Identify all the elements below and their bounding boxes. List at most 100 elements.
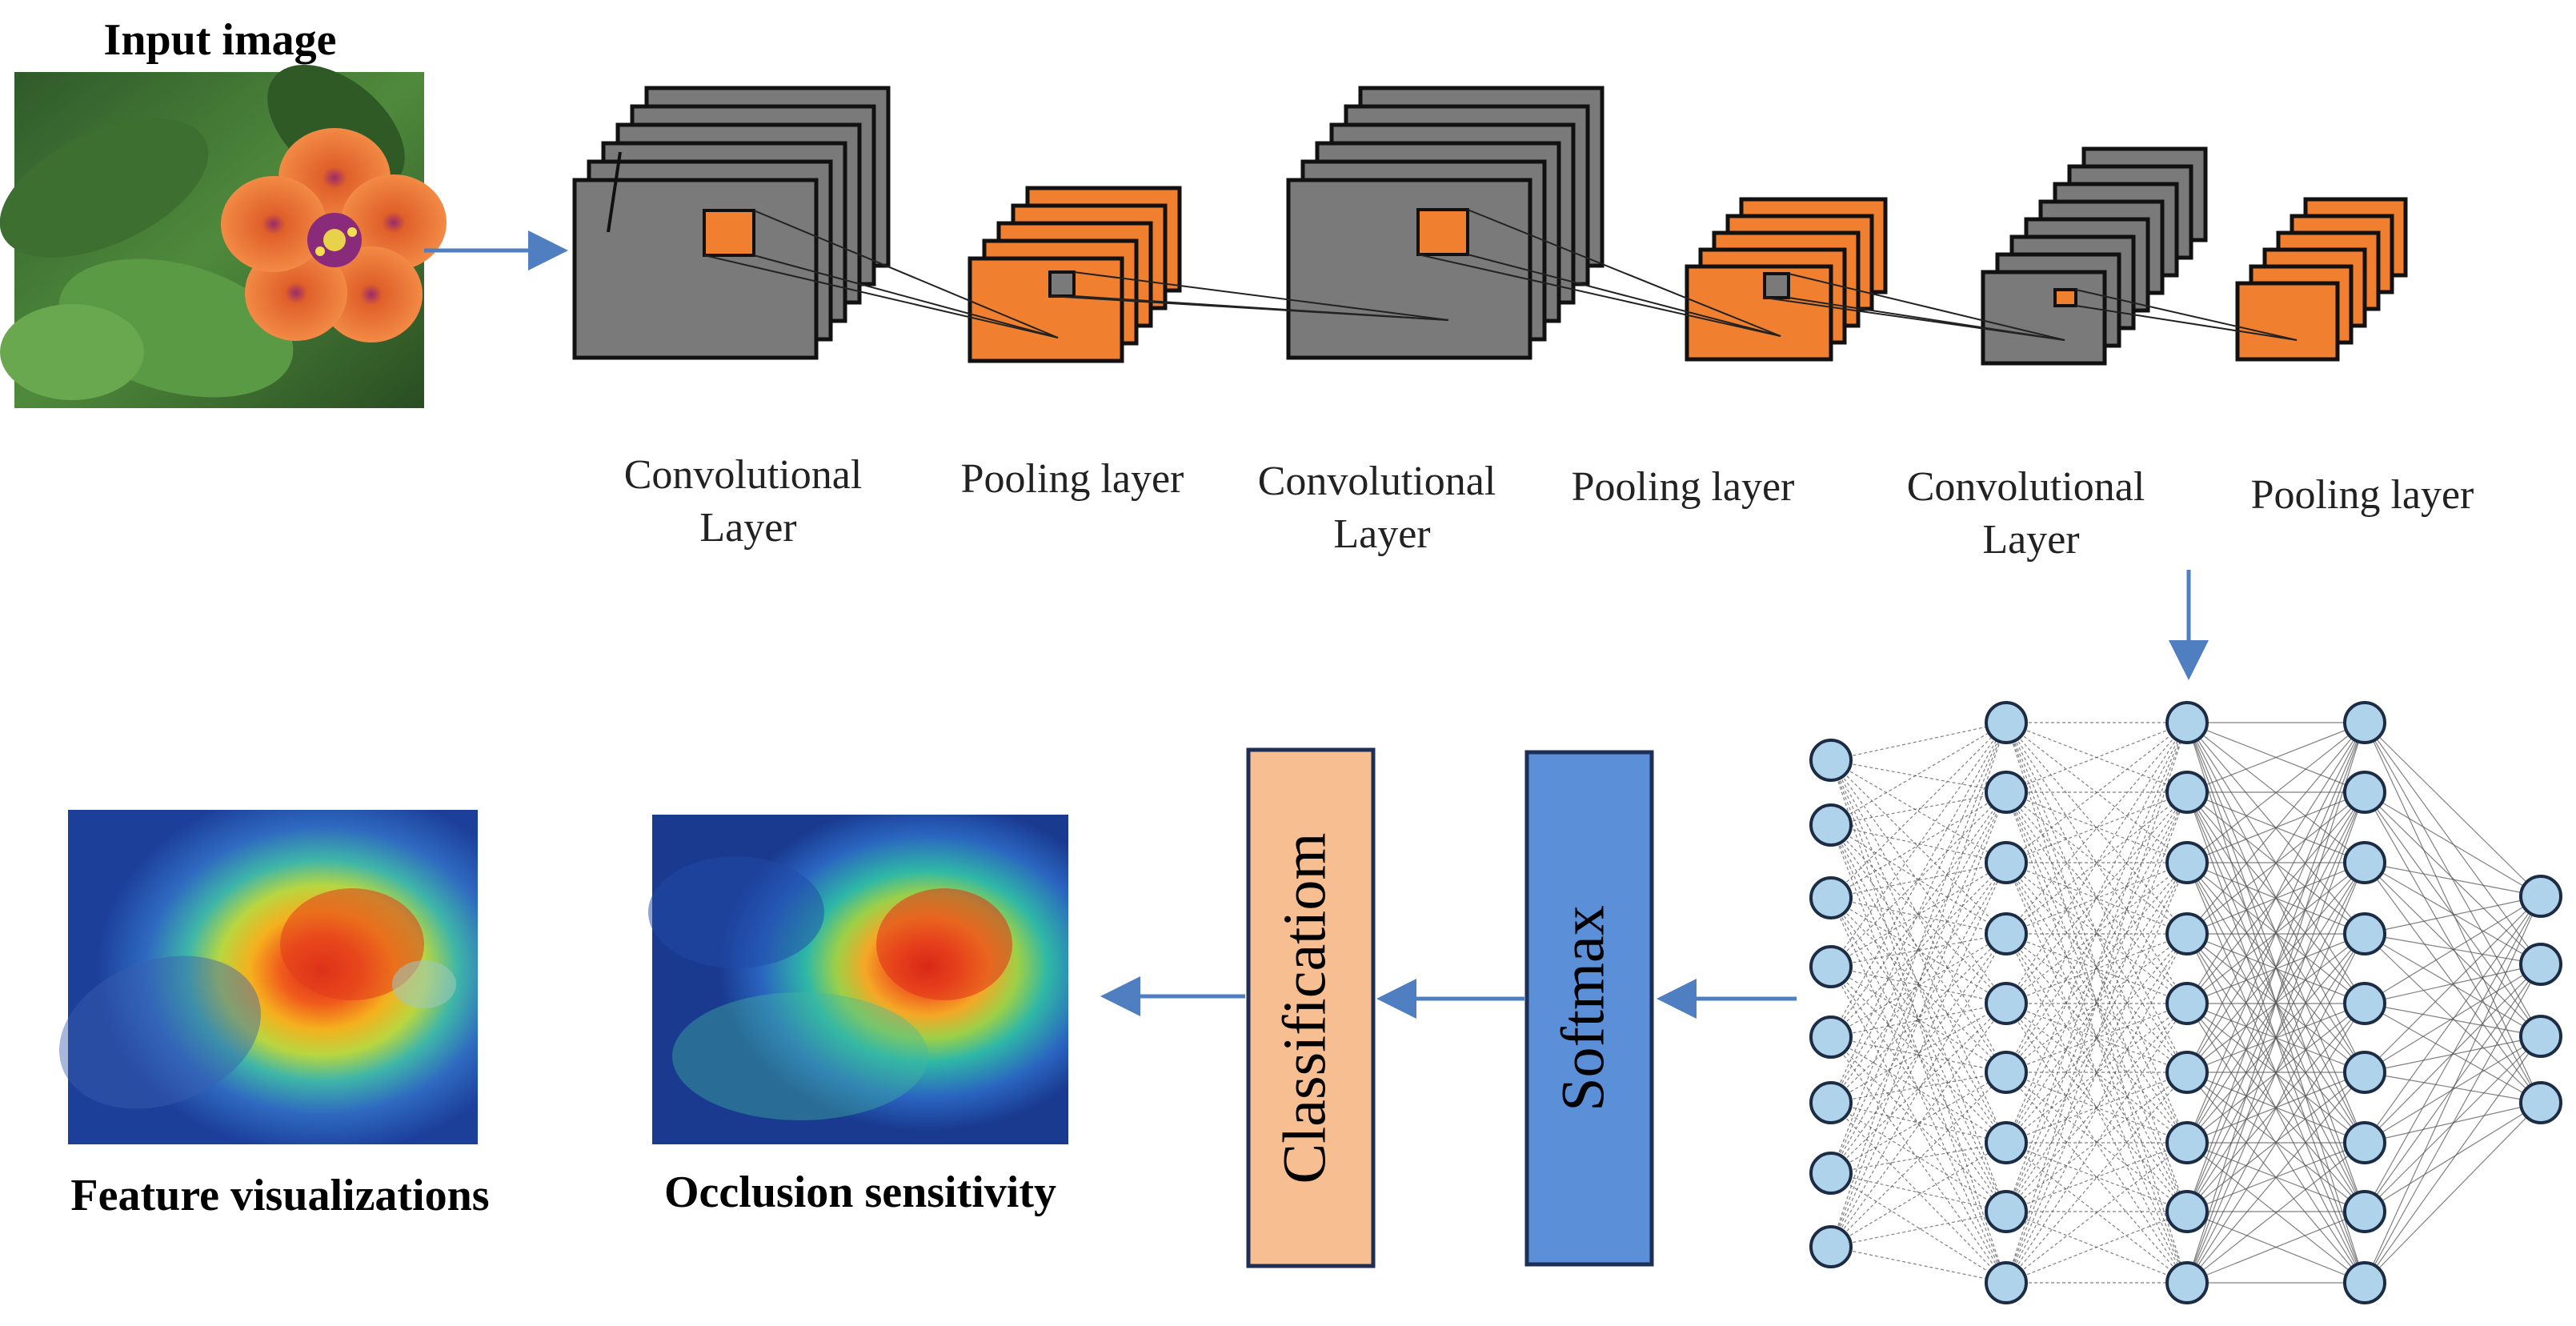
network-connection: [2005, 862, 2188, 1284]
network-connection: [1830, 933, 2007, 1104]
network-connection: [2005, 933, 2188, 1284]
network-connection: [2005, 862, 2188, 1073]
layer-label-5: Convolutional Layer: [1907, 464, 2156, 563]
network-connection: [1830, 966, 2007, 1212]
network-connection: [1830, 1036, 2007, 1073]
network-connection: [1830, 759, 2007, 1284]
network-connection: [2364, 895, 2542, 1073]
network-layer-3: [2165, 701, 2209, 1304]
layer-labels: Convolutional Layer Pooling layer Convol…: [624, 452, 2474, 563]
neuron: [2519, 875, 2562, 918]
neuron: [1985, 1121, 2028, 1164]
network-connection: [1830, 933, 2007, 1248]
network-connection: [2364, 791, 2542, 1037]
network-connection: [1830, 1102, 2007, 1212]
layer-label-3: Convolutional Layer: [1258, 459, 1507, 557]
neuron: [2165, 1121, 2209, 1164]
network-connection: [2005, 791, 2188, 1073]
network-connection: [2005, 1003, 2188, 1073]
network-connection: [2005, 791, 2188, 935]
receptive-field: [2053, 288, 2077, 307]
network-connection: [2186, 722, 2366, 793]
receptive-field: [1048, 270, 1076, 298]
occlusion-sensitivity-image: [648, 815, 1068, 1144]
network-connection: [1830, 759, 2007, 1144]
classification-label: Classificatiom: [1271, 832, 1338, 1184]
network-connection: [1830, 759, 2007, 793]
network-connection: [1830, 1003, 2007, 1174]
network-connection: [1830, 1142, 2007, 1174]
network-connection: [1830, 824, 2007, 1212]
neuron: [1809, 1081, 1853, 1124]
neuron: [2343, 841, 2386, 884]
pool-stack-2: [1685, 197, 1888, 362]
projection-line: [1417, 254, 1781, 337]
network-connection: [2005, 791, 2188, 863]
neuron: [2343, 982, 2386, 1025]
softmax-box: Softmax: [1524, 750, 1654, 1267]
neuron: [2519, 1015, 2562, 1058]
network-connection: [2186, 722, 2366, 1284]
network-connection: [2005, 933, 2188, 1212]
network-connection: [1830, 824, 2007, 863]
neuron: [2343, 1190, 2386, 1233]
network-connection: [2364, 895, 2542, 1004]
network-connection: [2005, 722, 2188, 1284]
classification-box: Classificatiom: [1246, 747, 1376, 1268]
feature-map: [1685, 264, 1833, 362]
network-connection: [2005, 1003, 2188, 1284]
network-connection: [2005, 1003, 2188, 1212]
network-connection: [2364, 963, 2542, 1212]
network-connection: [2364, 722, 2542, 965]
neuron: [2343, 1051, 2386, 1094]
receptive-field: [1416, 208, 1469, 256]
network-connection: [2364, 791, 2542, 965]
network-connections: [1830, 722, 2542, 1284]
network-connection: [2364, 862, 2542, 897]
pool-stack-1: [968, 186, 1182, 363]
network-connection: [2005, 722, 2188, 1144]
feature-map: [2235, 281, 2340, 362]
network-connection: [2005, 722, 2188, 935]
feature-map: [1981, 270, 2107, 366]
network-connection: [1830, 1172, 2007, 1284]
network-connection: [2364, 933, 2542, 1037]
projection-line: [753, 254, 1059, 339]
network-connection: [1830, 1072, 2007, 1248]
network-connection: [1830, 759, 2007, 1073]
feature-visualization-image: [59, 810, 478, 1144]
network-connection: [1830, 791, 2007, 1248]
neuron: [2343, 701, 2386, 744]
network-connection: [2186, 933, 2366, 1004]
network-connection: [1830, 862, 2007, 967]
neuron: [2165, 1051, 2209, 1094]
projection-line: [1788, 273, 2065, 341]
network-connection: [1830, 933, 2007, 967]
projection-line: [2075, 305, 2298, 341]
network-connection: [1830, 1246, 2007, 1284]
neuron: [1809, 1152, 1853, 1195]
network-connection: [1830, 759, 2007, 863]
network-connection: [1830, 862, 2007, 1038]
network-connection: [2364, 895, 2542, 1212]
network-connection: [2005, 862, 2188, 1284]
neuron: [2165, 1190, 2209, 1233]
network-connection: [2005, 933, 2188, 1212]
network-connection: [2186, 722, 2366, 1073]
network-connection: [2364, 933, 2542, 965]
network-connection: [1830, 791, 2007, 1104]
receptive-field: [1763, 272, 1790, 299]
neuron: [1809, 876, 1853, 919]
network-connection: [2186, 722, 2366, 1004]
network-connection: [2364, 1102, 2542, 1212]
input-image-title: Input image: [104, 15, 337, 65]
network-connection: [2005, 722, 2188, 793]
network-connection: [1830, 862, 2007, 1174]
feature-map-mark: [607, 151, 622, 233]
network-connection: [1830, 791, 2007, 899]
network-connection: [2364, 722, 2542, 1104]
network-connection: [1830, 897, 2007, 935]
network-connection: [2364, 963, 2542, 1073]
network-connection: [2364, 862, 2542, 1104]
network-connection: [2005, 722, 2188, 1073]
